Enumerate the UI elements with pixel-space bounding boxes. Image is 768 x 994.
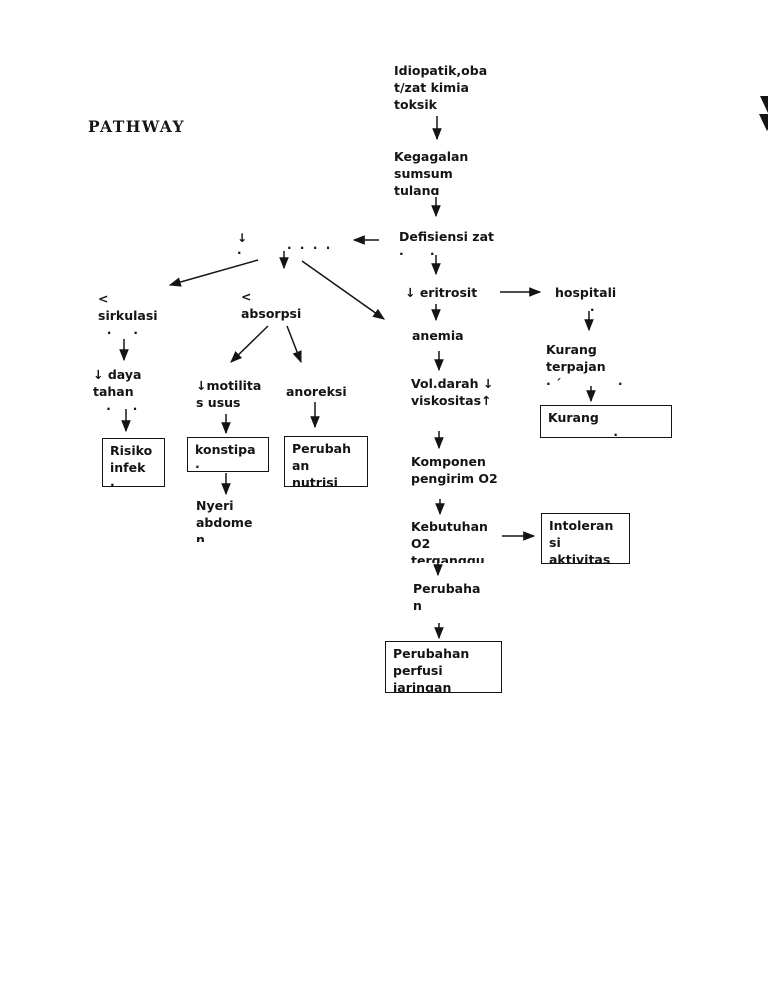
clipped-double-arrow-icon (759, 96, 768, 131)
tissue-perfusion-label: Perubahan perfusi jaringan (393, 646, 470, 693)
node-blood-volume-viscosity: Vol.darah ↓ viskositas↑ (411, 376, 494, 408)
knowledge-deficit-box: Kurang · (540, 405, 672, 438)
infection-risk-box: Risiko infek · (102, 438, 165, 487)
node-marrow-failure: Kegagalan sumsum tulang (394, 149, 469, 195)
arrow-absorption-to-anorexia (286, 325, 302, 364)
node-endurance-decrease: ↓ daya tahan · · (93, 367, 142, 416)
constipation-label: konstipa · (195, 442, 256, 472)
tissue-perfusion-box: Perubahan perfusi jaringan (385, 641, 502, 693)
node-o2-need-disturbed: Kebutuhan O2 terganggu (411, 519, 488, 563)
nutrition-change-box: Perubah an nutrisi (284, 436, 368, 487)
node-change: Perubaha n (413, 581, 481, 613)
page-title: PATHWAY (88, 117, 186, 136)
node-hospitalization: hospitali · (555, 285, 617, 317)
node-anemia: anemia (412, 328, 464, 343)
nutrition-change-label: Perubah an nutrisi (292, 441, 351, 487)
node-abdominal-pain: Nyeri abdome n (196, 498, 253, 542)
node-absorption: < absorpsi (241, 289, 302, 321)
arrow-branch-to-circulation (168, 259, 259, 287)
node-motility-decrease: ↓motilita s usus (196, 378, 262, 410)
activity-intolerance-box: Intoleran si aktivitas (541, 513, 630, 564)
node-branch-stub: ↓ · (237, 231, 248, 260)
node-branch-stub-dots: · · · · (287, 241, 331, 255)
node-erythrocyte-decrease: ↓ eritrosit (405, 285, 478, 300)
infection-risk-label: Risiko infek · (110, 443, 153, 487)
activity-intolerance-label: Intoleran si aktivitas (549, 518, 614, 564)
arrow-branch-to-anemia (301, 260, 385, 320)
node-idiopathic-cause: Idiopatik,oba t/zat kimia toksik (394, 63, 488, 109)
node-anorexia: anoreksi (286, 384, 347, 399)
node-less-exposure: Kurang terpajan · ´ · (546, 342, 623, 391)
node-substance-deficiency: Defisiensi zat · · (399, 229, 494, 261)
knowledge-deficit-label: Kurang · (548, 410, 619, 438)
constipation-box: konstipa · (187, 437, 269, 472)
arrow-absorption-to-motility (230, 325, 269, 363)
node-o2-delivery-component: Komponen pengirim O2 (411, 454, 498, 486)
node-circulation: < sirkulasi · · (98, 291, 158, 340)
